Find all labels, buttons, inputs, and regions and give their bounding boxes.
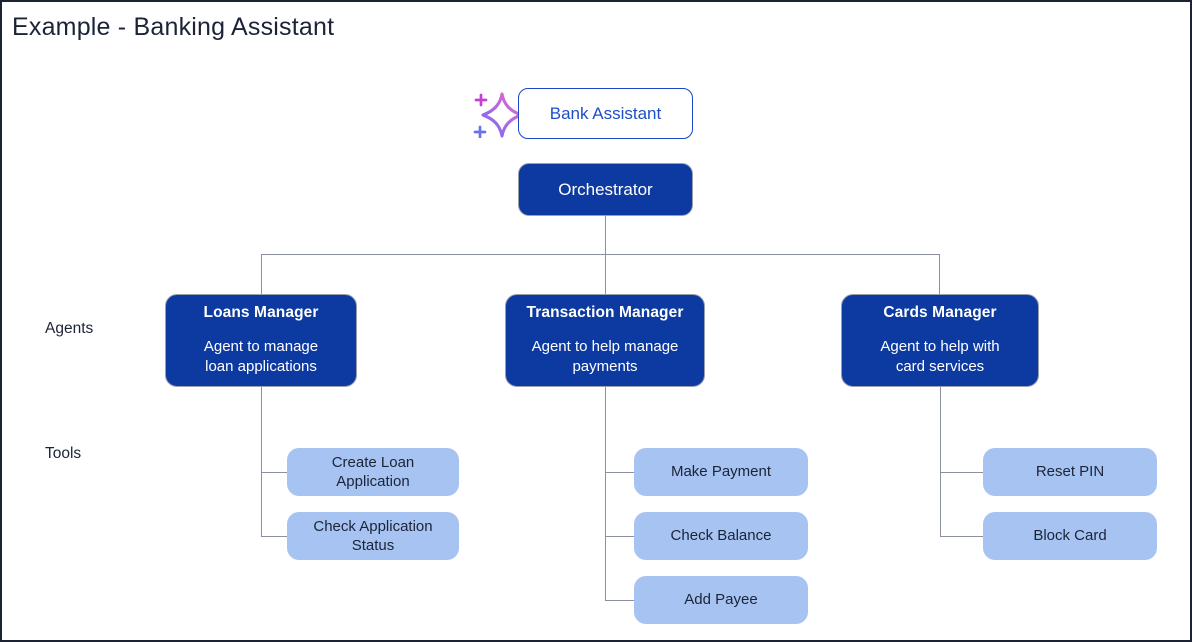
tool-label: Make Payment	[670, 463, 772, 481]
tool-node-make-payment: Make Payment	[634, 448, 808, 496]
connector-line	[605, 387, 606, 600]
row-label-agents: Agents	[45, 320, 94, 337]
tool-node-block-card: Block Card	[983, 512, 1157, 560]
tool-label: Add Payee	[684, 591, 758, 609]
connector-line	[605, 600, 634, 601]
connector-line	[605, 472, 634, 473]
tool-node-check-balance: Check Balance	[634, 512, 808, 560]
page-title: Example - Banking Assistant	[12, 13, 335, 41]
agent-node-cards-manager: Cards Manager Agent to help with card se…	[841, 294, 1039, 387]
connector-line	[939, 254, 940, 294]
agent-description: Agent to help manage payments	[531, 338, 679, 375]
connector-line	[605, 216, 606, 254]
connector-line	[940, 472, 983, 473]
agent-node-loans-manager: Loans Manager Agent to manage loan appli…	[165, 294, 357, 387]
connector-line	[261, 472, 287, 473]
row-label-tools: Tools	[45, 445, 82, 462]
tool-node-reset-pin: Reset PIN	[983, 448, 1157, 496]
tool-node-check-application-status: Check Application Status	[287, 512, 459, 560]
connector-line	[261, 536, 287, 537]
connector-line	[605, 254, 606, 294]
connector-line	[261, 254, 262, 294]
tool-node-create-loan-application: Create Loan Application	[287, 448, 459, 496]
bank-assistant-label: Bank Assistant	[549, 103, 662, 123]
orchestrator-node: Orchestrator	[518, 163, 693, 216]
agent-node-transaction-manager: Transaction Manager Agent to help manage…	[505, 294, 705, 387]
tool-label: Reset PIN	[1035, 463, 1105, 481]
connector-line	[940, 536, 983, 537]
tool-label: Check Application Status	[313, 517, 433, 555]
agent-description: Agent to manage loan applications	[203, 338, 319, 375]
tool-label: Check Balance	[670, 527, 772, 545]
tool-label: Block Card	[1033, 527, 1107, 545]
bank-assistant-node: Bank Assistant	[518, 88, 693, 139]
agent-name: Loans Manager	[203, 304, 319, 321]
tool-label: Create Loan Application	[331, 453, 415, 491]
agent-name: Transaction Manager	[526, 304, 684, 321]
connector-line	[261, 387, 262, 536]
orchestrator-label: Orchestrator	[558, 179, 653, 199]
agent-name: Cards Manager	[883, 304, 997, 321]
connector-line	[605, 536, 634, 537]
connector-line	[261, 254, 940, 255]
tool-node-add-payee: Add Payee	[634, 576, 808, 624]
sparkle-icon	[473, 92, 523, 138]
agent-description: Agent to help with card services	[880, 338, 1000, 375]
connector-line	[940, 387, 941, 536]
